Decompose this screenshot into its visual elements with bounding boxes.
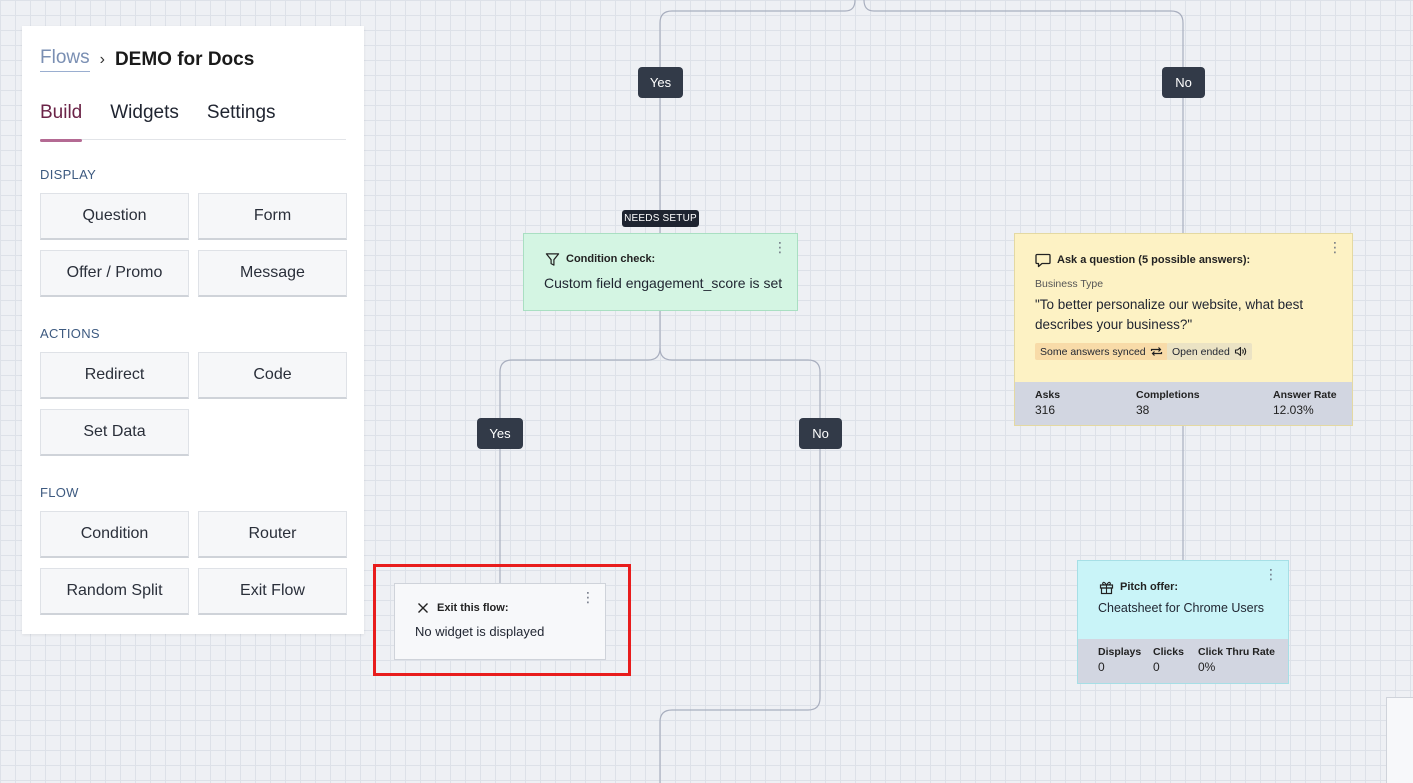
sidebar-tabs: Build Widgets Settings	[40, 102, 346, 142]
tab-widgets[interactable]: Widgets	[110, 102, 179, 123]
question-node-title: Ask a question (5 possible answers):	[1057, 254, 1251, 266]
answers-synced-chip: Some answers synced	[1035, 343, 1168, 360]
condition-node[interactable]: ⋮ Condition check: Custom field engageme…	[523, 233, 798, 311]
page-title: DEMO for Docs	[114, 48, 255, 70]
stat-completions-label: Completions	[1136, 389, 1200, 401]
question-node[interactable]: ⋮ Ask a question (5 possible answers): B…	[1014, 233, 1353, 426]
branch-label-yes[interactable]: Yes	[477, 418, 523, 449]
chevron-right-icon: ›	[99, 50, 105, 68]
edge-cond-left	[499, 311, 661, 583]
branch-label-no[interactable]: No	[1162, 67, 1205, 98]
condition-node-header: Condition check:	[544, 251, 655, 267]
branch-label-no[interactable]: No	[799, 418, 842, 449]
filter-icon	[544, 251, 560, 267]
stat-clicks-label: Clicks	[1153, 646, 1184, 658]
stat-answer-rate-value: 12.03%	[1273, 403, 1314, 417]
breadcrumb-flows-link[interactable]: Flows	[40, 47, 90, 72]
builder-sidebar: Flows › DEMO for Docs Build Widgets Sett…	[22, 26, 364, 634]
exit-node-text: No widget is displayed	[415, 624, 545, 639]
palette-redirect-button[interactable]: Redirect	[40, 352, 189, 399]
breadcrumb: Flows › DEMO for Docs	[40, 47, 254, 72]
palette-random-split-button[interactable]: Random Split	[40, 568, 189, 615]
stat-asks-label: Asks	[1035, 389, 1061, 401]
condition-node-title: Condition check:	[566, 253, 656, 265]
close-icon	[415, 600, 431, 616]
offscreen-node-edge[interactable]	[1386, 697, 1413, 783]
stat-asks-value: 316	[1035, 403, 1056, 417]
selection-highlight	[373, 564, 631, 676]
offer-stats: Displays 0 Clicks 0 Click Thru Rate 0%	[1078, 639, 1288, 683]
open-ended-label: Open ended	[1172, 345, 1230, 358]
stat-displays-label: Displays	[1098, 646, 1142, 658]
question-field-name: Business Type	[1035, 278, 1104, 290]
section-title-actions: ACTIONS	[40, 326, 100, 341]
palette-offer-promo-button[interactable]: Offer / Promo	[40, 250, 189, 297]
stat-completions-value: 38	[1136, 403, 1150, 417]
exit-node-title: Exit this flow:	[437, 602, 509, 614]
offer-node-text: Cheatsheet for Chrome Users	[1098, 601, 1265, 615]
more-options-icon[interactable]: ⋮	[581, 589, 595, 605]
stat-ctr-label: Click Thru Rate	[1198, 646, 1276, 658]
palette-set-data-button[interactable]: Set Data	[40, 409, 189, 456]
tab-build[interactable]: Build	[40, 102, 83, 142]
speech-bubble-icon	[1035, 252, 1051, 268]
offer-node-header: Pitch offer:	[1098, 579, 1178, 595]
edge-cond-right	[659, 347, 821, 783]
palette-message-button[interactable]: Message	[198, 250, 347, 297]
exit-node-header: Exit this flow:	[415, 600, 509, 616]
offer-node-title: Pitch offer:	[1120, 581, 1179, 593]
offer-node[interactable]: ⋮ Pitch offer: Cheatsheet for Chrome Use…	[1077, 560, 1289, 684]
question-node-header: Ask a question (5 possible answers):	[1035, 252, 1250, 268]
speaker-icon	[1234, 346, 1247, 357]
palette-exit-flow-button[interactable]: Exit Flow	[198, 568, 347, 615]
question-text: "To better personalize our website, what…	[1035, 297, 1304, 332]
palette-code-button[interactable]: Code	[198, 352, 347, 399]
answers-synced-label: Some answers synced	[1040, 345, 1146, 358]
branch-label-yes[interactable]: Yes	[638, 67, 683, 98]
open-ended-chip: Open ended	[1167, 343, 1252, 360]
stat-ctr-value: 0%	[1198, 660, 1216, 674]
condition-node-text: Custom field engagement_score is set	[544, 275, 783, 291]
needs-setup-badge: NEEDS SETUP	[622, 210, 699, 227]
section-title-display: DISPLAY	[40, 167, 97, 182]
exit-flow-node[interactable]: ⋮ Exit this flow: No widget is displayed	[394, 583, 606, 660]
gift-icon	[1098, 579, 1114, 595]
stat-answer-rate-label: Answer Rate	[1273, 389, 1337, 401]
sync-icon	[1150, 346, 1163, 357]
stat-clicks-value: 0	[1153, 660, 1160, 674]
edge-top-right	[863, 0, 1184, 233]
palette-condition-button[interactable]: Condition	[40, 511, 189, 558]
edge-top-left	[659, 0, 856, 233]
palette-form-button[interactable]: Form	[198, 193, 347, 240]
more-options-icon[interactable]: ⋮	[773, 239, 787, 255]
more-options-icon[interactable]: ⋮	[1264, 566, 1278, 582]
palette-router-button[interactable]: Router	[198, 511, 347, 558]
more-options-icon[interactable]: ⋮	[1328, 239, 1342, 255]
section-title-flow: FLOW	[40, 485, 79, 500]
tab-settings[interactable]: Settings	[206, 102, 276, 123]
question-stats: Asks 316 Completions 38 Answer Rate 12.0…	[1015, 382, 1352, 425]
palette-question-button[interactable]: Question	[40, 193, 189, 240]
stat-displays-value: 0	[1098, 660, 1105, 674]
